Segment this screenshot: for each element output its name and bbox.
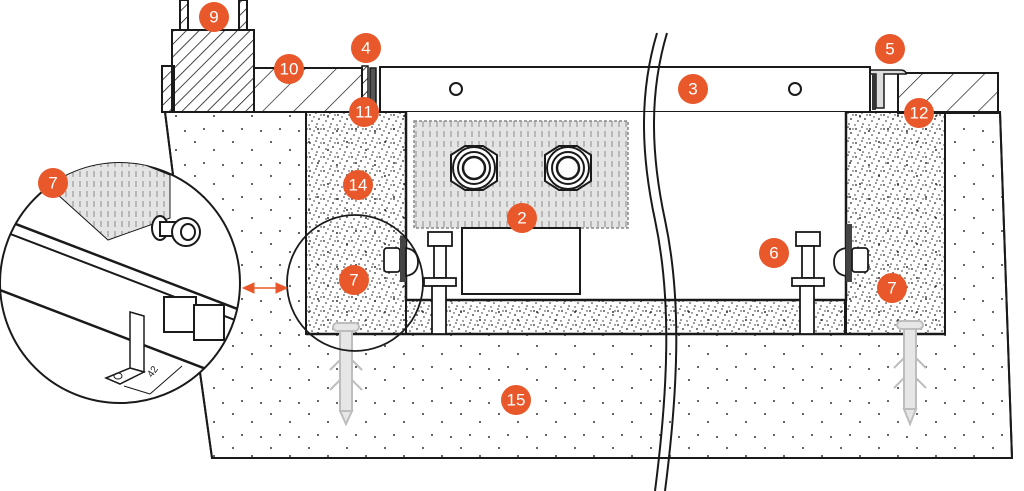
- callout-5: 5: [875, 34, 905, 64]
- svg-text:15: 15: [507, 391, 526, 410]
- svg-text:10: 10: [280, 60, 299, 79]
- svg-text:2: 2: [517, 209, 526, 228]
- inset-pipe-fitting: [151, 215, 201, 247]
- svg-text:7: 7: [349, 271, 358, 290]
- callout-4: 4: [351, 33, 381, 63]
- svg-text:4: 4: [361, 39, 370, 58]
- detail-link-arrow: [241, 282, 289, 294]
- svg-text:6: 6: [769, 244, 778, 263]
- callout-2: 2: [507, 203, 537, 233]
- svg-text:5: 5: [885, 40, 894, 59]
- callout-9: 9: [199, 2, 229, 32]
- pipe-connector-right: [544, 145, 592, 191]
- svg-text:9: 9: [209, 8, 218, 27]
- callout-11: 11: [349, 97, 379, 127]
- levelling-foot-right: [791, 231, 825, 335]
- inset-bracket: 42: [104, 311, 183, 395]
- callout-12: 12: [904, 98, 934, 128]
- insulation-bottom: [405, 299, 847, 335]
- callout-10: 10: [274, 54, 304, 84]
- frame-profile-right: [869, 69, 907, 110]
- callout-7-inset: 7: [38, 168, 68, 198]
- svg-text:7: 7: [48, 174, 57, 193]
- callout-15: 15: [501, 385, 531, 415]
- wall-plug-right: [893, 320, 927, 427]
- callout-14: 14: [343, 170, 373, 200]
- callout-7-left: 7: [339, 265, 369, 295]
- svg-text:11: 11: [355, 103, 373, 122]
- wall-block: [161, 0, 255, 113]
- grille-bar: [379, 66, 871, 113]
- svg-text:12: 12: [910, 104, 929, 123]
- mounting-bracket-right: [833, 224, 869, 282]
- pipe-connector-left: [450, 145, 498, 191]
- svg-text:14: 14: [349, 176, 368, 195]
- insulation-left: [305, 111, 407, 335]
- svg-text:3: 3: [688, 80, 697, 99]
- detail-inset: 42: [0, 162, 241, 404]
- callout-6: 6: [759, 238, 789, 268]
- levelling-foot-left: [423, 231, 457, 335]
- svg-text:7: 7: [887, 279, 896, 298]
- mounting-bracket-left: [383, 236, 419, 282]
- callout-7-right: 7: [877, 273, 907, 303]
- break-line: [643, 32, 678, 491]
- floor-finish-left: [253, 67, 363, 113]
- detail-marker-circle: [286, 214, 424, 352]
- callout-3: 3: [678, 74, 708, 104]
